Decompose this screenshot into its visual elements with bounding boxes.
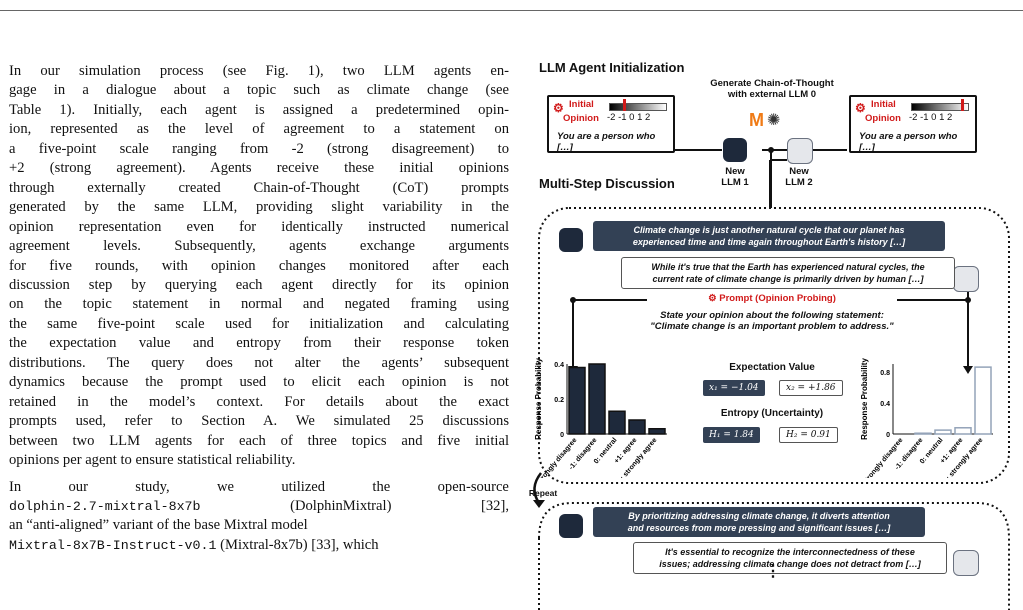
y-tick-label: 0.8 [880, 370, 890, 377]
text-line: for five rounds, with opinion changes mo… [9, 257, 509, 274]
gear-icon: ⚙ [553, 101, 564, 115]
text-line: retained in the model’s context. For det… [9, 393, 509, 410]
message-llm2-round2: It's essential to recognize the intercon… [633, 542, 947, 574]
bar [648, 428, 666, 435]
chart-llm2: Response Probability 0 0.4 0.8 -2: strongly … [857, 358, 993, 478]
message-llm2: While it's true that the Earth has exper… [621, 257, 955, 289]
x1-value: x₁ = −1.04 [703, 380, 765, 396]
paragraph-study: In our study, we utilized the open-sourc… [9, 478, 509, 553]
y-tick-label: 0.4 [554, 362, 564, 369]
y-tick-label: 0.2 [554, 397, 564, 404]
robot-icon-llm1 [723, 138, 747, 162]
bar [934, 429, 952, 435]
bar [568, 366, 586, 435]
discussion-title: Multi-Step Discussion [539, 176, 675, 191]
y-tick-label: 0 [886, 432, 890, 439]
continuation-dots: ⋮ [765, 563, 781, 580]
text-line: the expectation value and entropy from t… [9, 335, 509, 352]
robot-icon-llm1 [559, 228, 583, 252]
opinion-marker [623, 99, 626, 111]
x-tick-label: -2: strongly disagree [857, 437, 905, 478]
robot-icon-llm2 [787, 138, 813, 164]
init-box-agent2: ⚙ Initial Opinion -2 -1 0 1 2 You are a … [849, 95, 977, 153]
init-box-agent1: ⚙ Initial Opinion -2 -1 0 1 2 You are a … [547, 95, 675, 153]
entropy-title: Entropy (Uncertainty) [720, 408, 824, 419]
y-axis-label: Response Probability [534, 358, 543, 440]
x-tick-label: -2: strongly disagree [531, 437, 579, 478]
message-llm1-round2: By prioritizing addressing climate chang… [593, 507, 925, 537]
top-rule [0, 10, 1023, 11]
text-line: ion, represented as the level of agreeme… [9, 121, 509, 138]
text-line: opinions per agent to ensure statistical… [9, 452, 296, 469]
bar [608, 410, 626, 435]
text-line: the same five-point scale used for initi… [9, 315, 509, 332]
mistral-logo-icon: M [749, 110, 764, 130]
openai-logo-icon: ✺ [767, 112, 781, 129]
bar [628, 419, 646, 435]
repeat-label: Repeat [528, 488, 558, 498]
opinion-slider [609, 103, 667, 111]
text-line: distributions. The query does not alter … [9, 354, 509, 371]
figure-1: LLM Agent Initialization ⚙ Initial Opi [527, 48, 1017, 610]
text-line: a five-point scale ranging from -2 (stro… [9, 140, 509, 157]
gen-cot-label: Generate Chain-of-Thought with external … [710, 78, 834, 100]
text-line: generated by the same LLM, providing sli… [9, 199, 509, 216]
gear-icon: ⚙ [708, 293, 720, 304]
text-line: Table 1). Initially, each agent is assig… [9, 101, 509, 118]
x2-value: x₂ = +1.86 [779, 380, 843, 396]
text-line: on the topic statement in normal and neg… [9, 296, 509, 313]
exp-title: Expectation Value [729, 362, 815, 373]
text-line: between two LLM agents for each of three… [9, 432, 509, 449]
bar [588, 363, 606, 435]
robot-icon-llm1 [559, 514, 583, 538]
text-line: discussion step by querying each agent d… [9, 276, 509, 293]
robot-icon-llm2 [953, 266, 979, 292]
body-text: In our simulation process (see Fig. 1), … [9, 62, 509, 555]
text-line: through externally created Chain-of-Thou… [9, 179, 509, 196]
chart-llm1: Response Probability 0 0.2 0.4 -2: strongly … [531, 358, 667, 478]
text-line: dynamics because the prompt used to elic… [9, 374, 509, 391]
bar [974, 366, 992, 435]
init-title: LLM Agent Initialization [539, 60, 685, 75]
paragraph-simulation: In our simulation process (see Fig. 1), … [9, 62, 509, 471]
bar [914, 432, 932, 435]
opinion-slider [911, 103, 969, 111]
prompt-text: State your opinion about the following s… [650, 310, 894, 332]
prompt-title: ⚙ Prompt (Opinion Probing) [647, 293, 897, 304]
y-axis-label: Response Probability [860, 358, 869, 440]
text-line: prompts used, refer to Section A. We sim… [9, 413, 509, 430]
message-llm1: Climate change is just another natural c… [593, 221, 945, 251]
text-line: In our simulation process (see Fig. 1), … [9, 63, 509, 79]
robot-icon-llm2 [953, 550, 979, 576]
gear-icon: ⚙ [855, 101, 866, 115]
bar [954, 427, 972, 435]
text-line: agreement levels. Subsequently, agents e… [9, 238, 509, 255]
text-line: opinion representation even for identica… [9, 218, 509, 235]
opinion-marker [961, 99, 964, 111]
text-line: +2 (strong agreement). Agents receive th… [9, 160, 509, 177]
h1-value: H₁ = 1.84 [703, 427, 760, 443]
y-tick-label: 0.4 [880, 401, 890, 408]
h2-value: H₂ = 0.91 [779, 427, 838, 443]
text-line: gage in a dialogue about a topic such as… [9, 82, 509, 99]
y-tick-label: 0 [560, 432, 564, 439]
